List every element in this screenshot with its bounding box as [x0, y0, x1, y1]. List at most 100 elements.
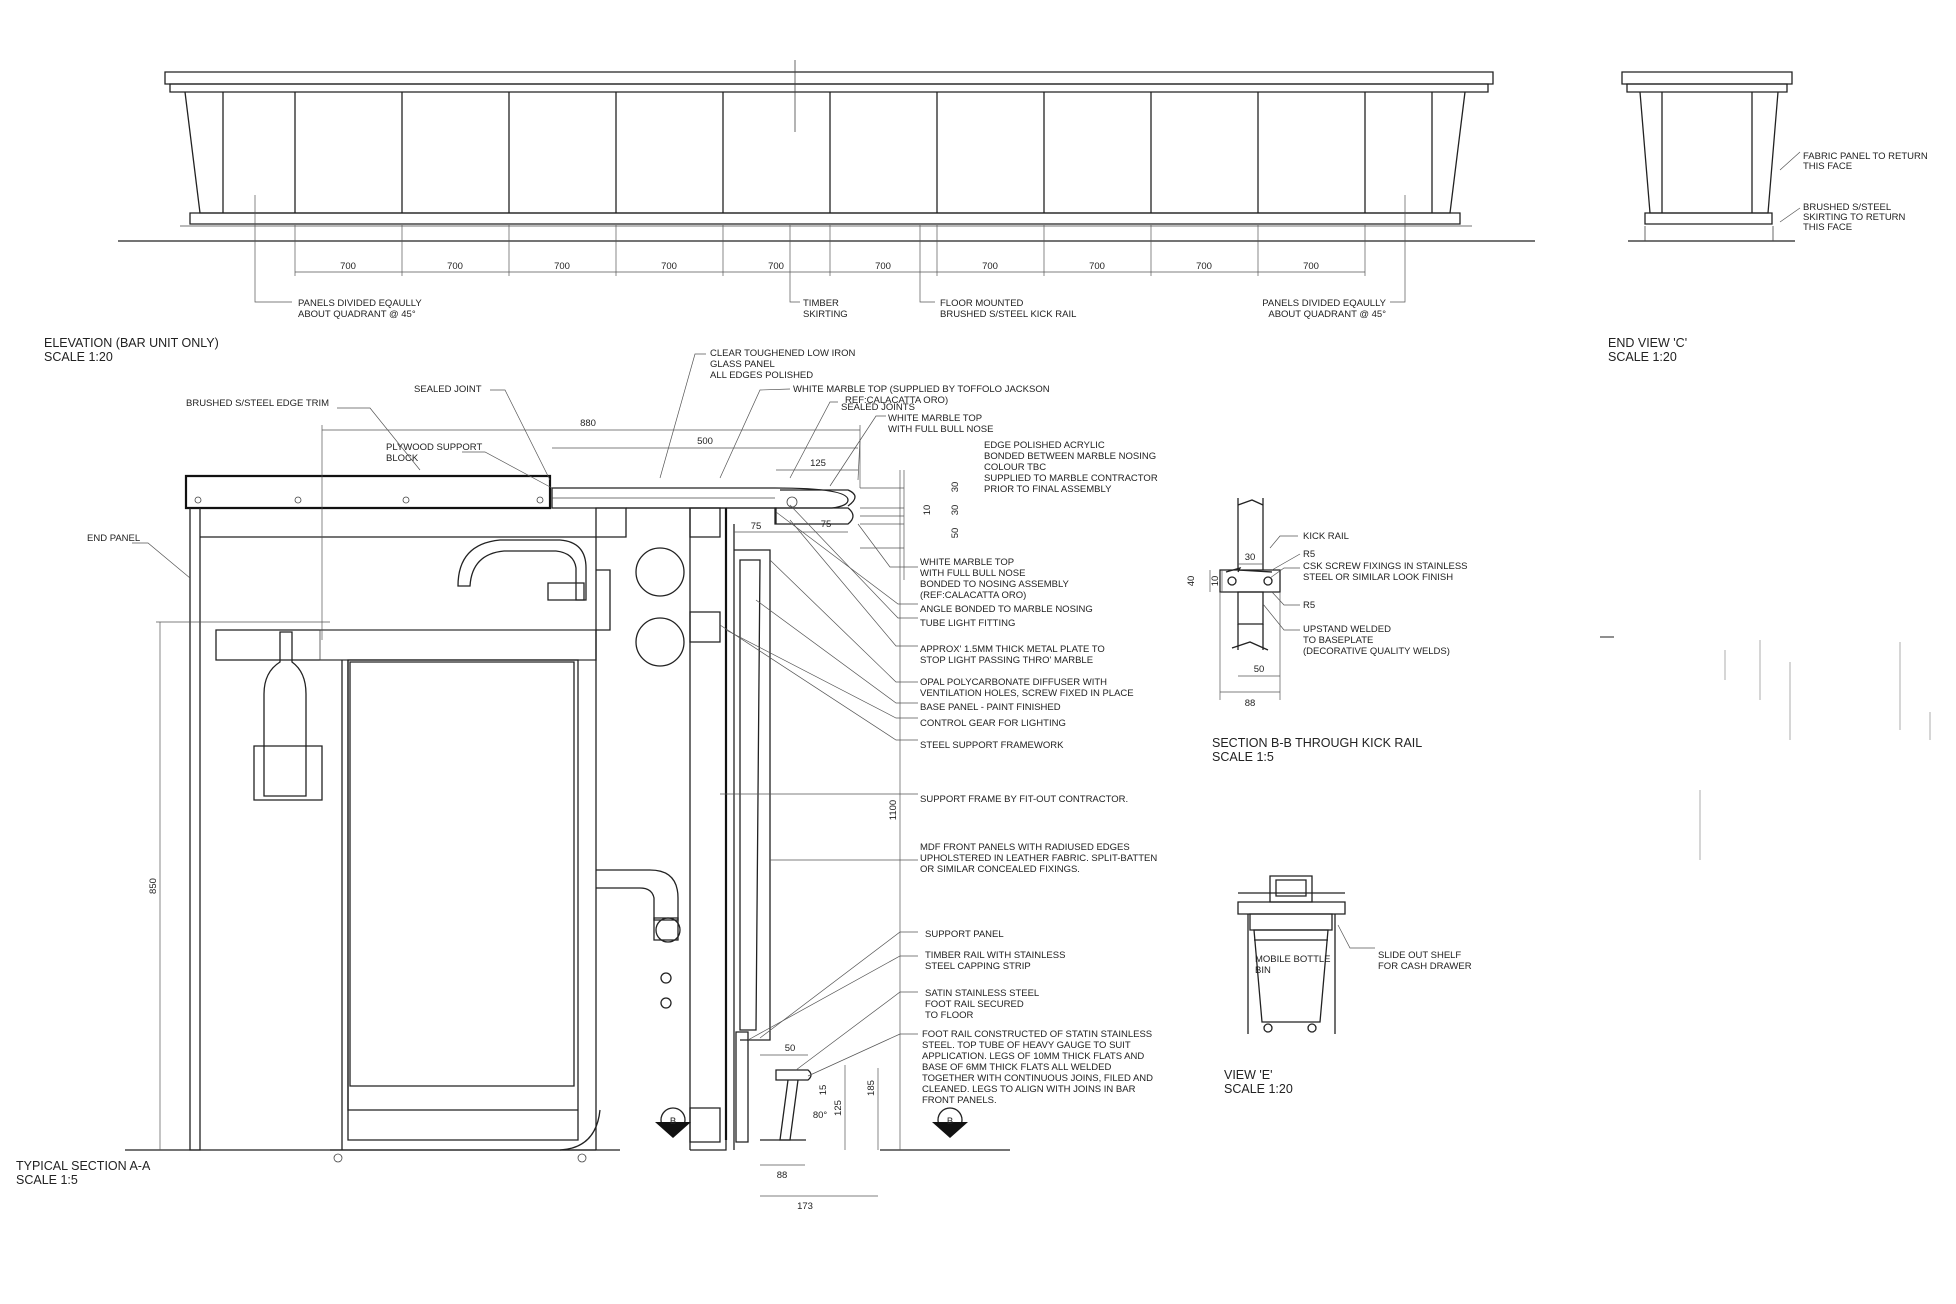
note-acrylic-3: COLOUR TBC: [984, 462, 1046, 473]
dim-panel-3: 700: [554, 261, 570, 272]
note-timber-rail-2: STEEL CAPPING STRIP: [925, 961, 1031, 972]
note-panels-left-1: PANELS DIVIDED EQAULLY: [298, 298, 422, 309]
note-marble-bonded-2: WITH FULL BULL NOSE: [920, 568, 1025, 579]
elevation-dimensions: 700 700 700 700 700 700 700 700 700 700: [340, 261, 1319, 272]
dim-panel-6: 700: [875, 261, 891, 272]
elevation-drawing: [118, 60, 1535, 303]
note-satin-rail-2: FOOT RAIL SECURED: [925, 999, 1024, 1010]
dim-panel-8: 700: [1089, 261, 1105, 272]
note-glass-3: ALL EDGES POLISHED: [710, 370, 813, 381]
note-acrylic-4: SUPPLIED TO MARBLE CONTRACTOR: [984, 473, 1158, 484]
note-mdf-1: MDF FRONT PANELS WITH RADIUSED EDGES: [920, 842, 1130, 853]
note-opal-1: OPAL POLYCARBONATE DIFFUSER WITH: [920, 677, 1107, 688]
note-acrylic-1: EDGE POLISHED ACRYLIC: [984, 440, 1105, 451]
note-glass-1: CLEAR TOUGHENED LOW IRON: [710, 348, 855, 359]
section-aa-dimension-lines: [156, 425, 905, 1197]
end-view-drawing: [1621, 71, 1801, 242]
note-plywood-2: BLOCK: [386, 453, 419, 464]
dim-1100: 1100: [888, 800, 899, 820]
dim-185: 185: [866, 1080, 877, 1096]
note-angle: ANGLE BONDED TO MARBLE NOSING: [920, 604, 1093, 615]
view-e-bin-1: MOBILE BOTTLE: [1255, 954, 1331, 965]
dim-88: 88: [777, 1170, 788, 1181]
note-control-gear: CONTROL GEAR FOR LIGHTING: [920, 718, 1066, 729]
note-tube: TUBE LIGHT FITTING: [920, 618, 1015, 629]
note-marble-bull-1: WHITE MARBLE TOP: [888, 413, 982, 424]
section-bb-title: SECTION B-B THROUGH KICK RAIL: [1212, 736, 1422, 750]
note-panels-right-2: ABOUT QUADRANT @ 45°: [1268, 309, 1386, 320]
dim-30-b: 30: [950, 505, 961, 516]
bb-upstand-2: TO BASEPLATE: [1303, 635, 1373, 646]
dim-880: 880: [580, 418, 596, 429]
note-plywood-1: PLYWOOD SUPPORT: [386, 442, 482, 453]
view-e-bin-2: BIN: [1255, 965, 1271, 976]
dim-panel-1: 700: [340, 261, 356, 272]
note-sealed-joint: SEALED JOINT: [414, 384, 482, 395]
note-end-panel: END PANEL: [87, 533, 140, 544]
view-e-shelf-2: FOR CASH DRAWER: [1378, 961, 1472, 972]
note-timber-1: TIMBER: [803, 298, 839, 309]
dim-125-b: 125: [833, 1100, 844, 1116]
dim-panel-7: 700: [982, 261, 998, 272]
note-marble-bull-2: WITH FULL BULL NOSE: [888, 424, 993, 435]
bb-upstand-3: (DECORATIVE QUALITY WELDS): [1303, 646, 1450, 657]
elevation-title: ELEVATION (BAR UNIT ONLY): [44, 336, 219, 350]
note-support-panel: SUPPORT PANEL: [925, 929, 1004, 940]
bb-dim-30: 30: [1245, 552, 1256, 563]
bb-kick-rail: KICK RAIL: [1303, 531, 1349, 542]
dim-850: 850: [148, 878, 159, 894]
dim-30-a: 30: [950, 482, 961, 493]
note-marble-bonded-1: WHITE MARBLE TOP: [920, 557, 1014, 568]
dim-panel-4: 700: [661, 261, 677, 272]
section-marker-b-left: B: [670, 1116, 676, 1127]
note-glass-2: GLASS PANEL: [710, 359, 775, 370]
section-bb-scale: SCALE 1:5: [1212, 750, 1274, 764]
note-plate-1: APPROX' 1.5MM THICK METAL PLATE TO: [920, 644, 1105, 655]
bb-dim-88: 88: [1245, 698, 1256, 709]
note-base-panel: BASE PANEL - PAINT FINISHED: [920, 702, 1061, 713]
note-floor-2: BRUSHED S/STEEL KICK RAIL: [940, 309, 1076, 320]
note-edge-trim: BRUSHED S/STEEL EDGE TRIM: [186, 398, 329, 409]
elevation-scale: SCALE 1:20: [44, 350, 113, 364]
section-marker-b-right: B: [947, 1116, 953, 1127]
note-panels-left-2: ABOUT QUADRANT @ 45°: [298, 309, 416, 320]
dim-15: 15: [818, 1085, 829, 1096]
dim-75-b: 75: [821, 519, 832, 530]
section-aa-scale: SCALE 1:5: [16, 1173, 78, 1187]
note-mdf-3: OR SIMILAR CONCEALED FIXINGS.: [920, 864, 1080, 875]
bb-dim-10: 10: [1210, 576, 1221, 587]
bb-csk-1: CSK SCREW FIXINGS IN STAINLESS: [1303, 561, 1468, 572]
section-aa-drawing: [125, 474, 1010, 1163]
note-marble-bonded-3: BONDED TO NOSING ASSEMBLY: [920, 579, 1070, 590]
note-acrylic-5: PRIOR TO FINAL ASSEMBLY: [984, 484, 1112, 495]
dim-panel-5: 700: [768, 261, 784, 272]
note-foot-rail-5: TOGETHER WITH CONTINUOUS JOINS, FILED AN…: [922, 1073, 1153, 1084]
dim-panel-2: 700: [447, 261, 463, 272]
bb-r5-b: R5: [1303, 600, 1315, 611]
faint-artifacts: [1600, 636, 1931, 860]
dim-panel-10: 700: [1303, 261, 1319, 272]
note-marble-bonded-4: (REF:CALACATTA ORO): [920, 590, 1026, 601]
section-bb-drawing: [1209, 498, 1301, 700]
end-view-title: END VIEW 'C': [1608, 336, 1687, 350]
dim-50-b: 50: [785, 1043, 796, 1054]
dim-10: 10: [922, 505, 933, 516]
note-foot-rail-1: FOOT RAIL CONSTRUCTED OF STATIN STAINLES…: [922, 1029, 1152, 1040]
dim-50: 50: [950, 528, 961, 539]
note-fabric-2: THIS FACE: [1803, 161, 1852, 172]
note-panels-right-1: PANELS DIVIDED EQAULLY: [1262, 298, 1386, 309]
dim-125: 125: [810, 458, 826, 469]
view-e-title: VIEW 'E': [1224, 1068, 1273, 1082]
section-aa-title: TYPICAL SECTION A-A: [16, 1159, 151, 1173]
bb-r5-a: R5: [1303, 549, 1315, 560]
section-aa-notes: BRUSHED S/STEEL EDGE TRIM SEALED JOINT P…: [87, 348, 1158, 1106]
note-marble-top-1: WHITE MARBLE TOP (SUPPLIED BY TOFFOLO JA…: [793, 384, 1050, 395]
note-satin-rail-3: TO FLOOR: [925, 1010, 974, 1021]
dim-80-deg: 80°: [813, 1110, 828, 1121]
view-e-drawing: [1237, 875, 1375, 1034]
bb-csk-2: STEEL OR SIMILAR LOOK FINISH: [1303, 572, 1453, 583]
note-mdf-2: UPHOLSTERED IN LEATHER FABRIC. SPLIT-BAT…: [920, 853, 1157, 864]
dim-panel-9: 700: [1196, 261, 1212, 272]
elevation-notes: PANELS DIVIDED EQAULLY ABOUT QUADRANT @ …: [298, 298, 1387, 320]
